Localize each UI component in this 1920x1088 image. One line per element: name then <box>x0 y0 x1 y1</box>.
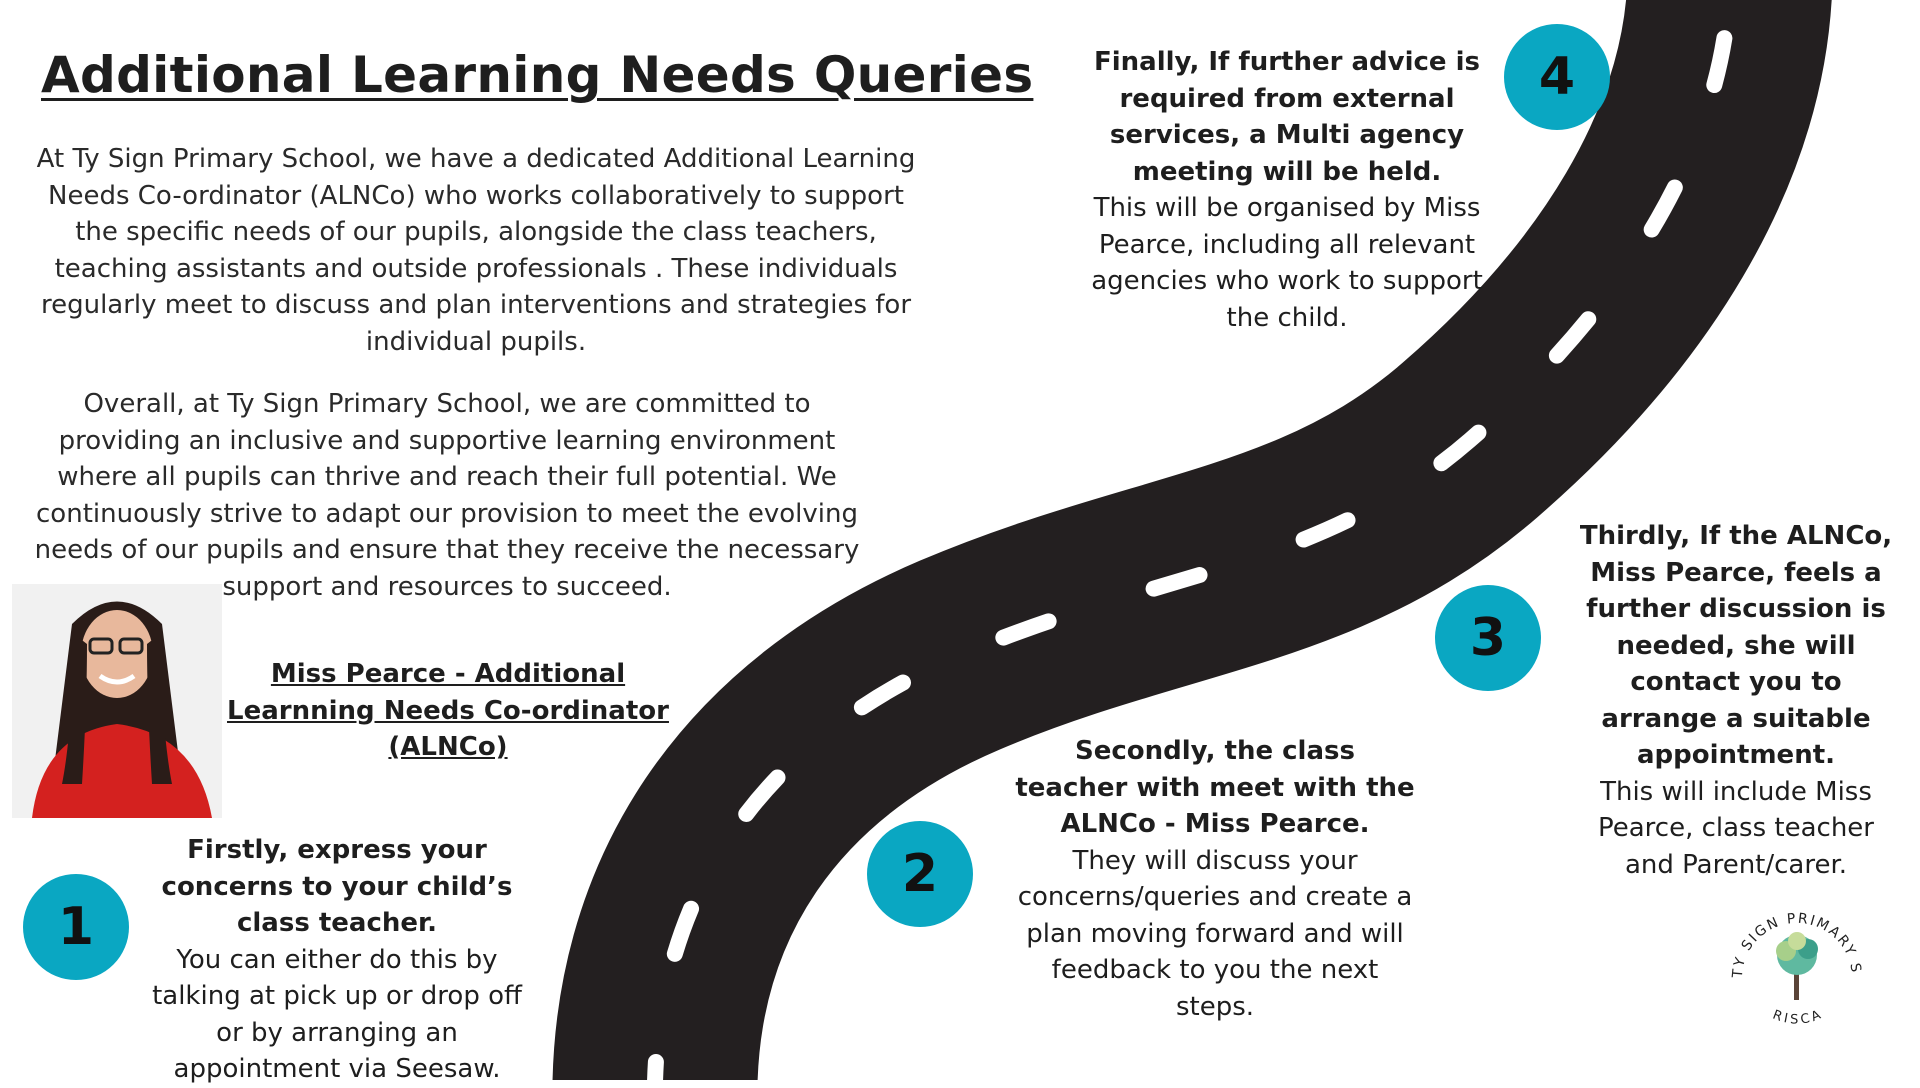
commitment-paragraph: Overall, at Ty Sign Primary School, we a… <box>34 389 860 602</box>
step-1-heading: Firstly, express your concerns to your c… <box>161 835 513 938</box>
step-2-body: They will discuss your concerns/queries … <box>1017 845 1413 1022</box>
school-logo: TY SIGN PRIMARY SCHOOL RISCA <box>1722 893 1862 1028</box>
intro-paragraph: At Ty Sign Primary School, we have a ded… <box>36 144 916 357</box>
step-3-body: This will include Miss Pearce, class tea… <box>1597 776 1874 880</box>
step-2-badge: 2 <box>867 821 973 927</box>
step-4-heading: Finally, If further advice is required f… <box>1093 47 1481 187</box>
tree-icon <box>1776 932 1818 1000</box>
road-centre-dashes <box>647 0 1737 1080</box>
svg-text:RISCA: RISCA <box>1770 1007 1825 1028</box>
step-4-badge: 4 <box>1504 24 1610 130</box>
step-4-text: Finally, If further advice is required f… <box>1077 44 1497 336</box>
step-3-heading: Thirdly, If the ALNCo, Miss Pearce, feel… <box>1579 521 1893 770</box>
staff-caption: Miss Pearce - Additional Learnning Needs… <box>227 659 669 762</box>
step-2-text: Secondly, the class teacher with meet wi… <box>1015 733 1415 1025</box>
step-3-badge: 3 <box>1435 585 1541 691</box>
logo-bottom-text: RISCA <box>1770 1007 1822 1028</box>
step-3-text: Thirdly, If the ALNCo, Miss Pearce, feel… <box>1570 518 1902 883</box>
step-1-badge: 1 <box>23 874 129 980</box>
staff-photo <box>12 584 222 818</box>
page-title: Additional Learning Needs Queries <box>41 46 1034 104</box>
step-2-heading: Secondly, the class teacher with meet wi… <box>1015 736 1415 839</box>
step-1-text: Firstly, express your concerns to your c… <box>137 832 537 1088</box>
step-4-body: This will be organised by Miss Pearce, i… <box>1091 193 1483 333</box>
step-1-body: You can either do this by talking at pic… <box>152 944 522 1085</box>
